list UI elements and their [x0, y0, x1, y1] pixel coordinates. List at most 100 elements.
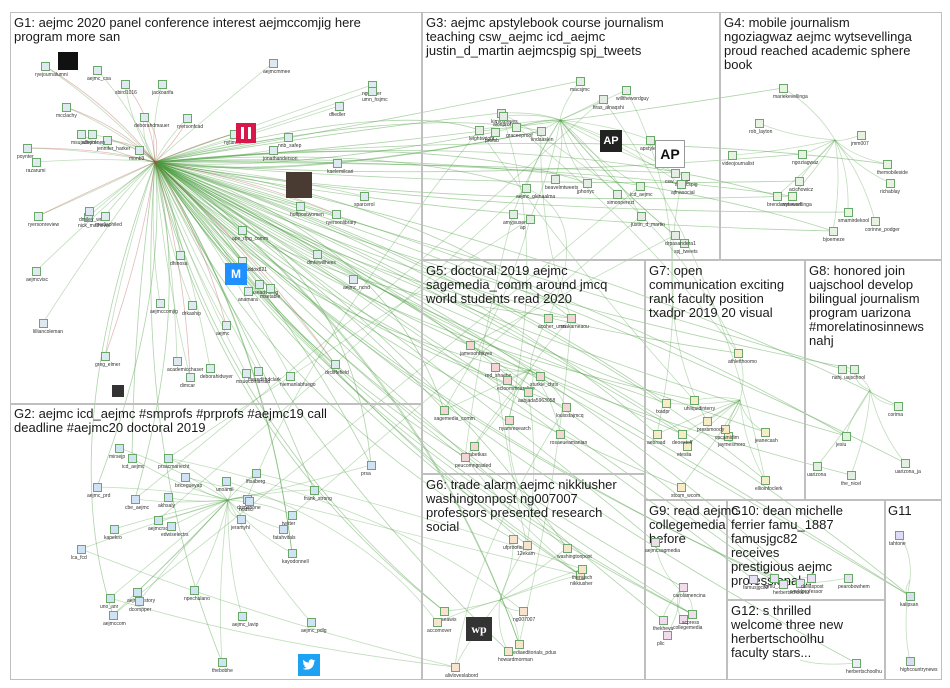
node-g1-3 [332, 210, 341, 219]
edge-inter-g4 [154, 161, 849, 213]
edge-intra-g1 [154, 161, 271, 289]
node-label: frank_strong [304, 496, 332, 502]
node-label: unoamil [216, 487, 234, 493]
node-g11-2 [906, 657, 915, 666]
group-title-g3: G3: aejmc apstylebook course journalism … [426, 15, 664, 58]
node-label: caseadviaing [249, 290, 279, 296]
node-label: dhinosa [170, 261, 188, 267]
edge-inter-g8 [154, 161, 847, 437]
node-g11-0 [906, 592, 915, 601]
node-g3-14 [671, 231, 680, 240]
node-label: aebroad [647, 440, 666, 446]
node-label: jessmaddox821 [232, 267, 268, 273]
washingtonpost-logo: wp [466, 617, 492, 641]
edge-inter-g3-g5 [500, 112, 528, 421]
node-g3-12 [522, 184, 531, 193]
node-label: ufproofing [503, 545, 526, 551]
edge-intra-g1 [154, 161, 243, 262]
edge-intra-g1 [154, 62, 274, 163]
edge-inter-g2 [90, 161, 156, 616]
node-g5-3 [503, 376, 512, 385]
edge-intra-g1 [154, 161, 181, 256]
node-label: mediaeditorials_pdus [509, 650, 557, 656]
node-label: greg_elmer [95, 362, 121, 368]
node-label: txadpr [656, 409, 670, 415]
node-label: drjmahone [237, 505, 261, 511]
edge-inter-g6 [154, 161, 528, 546]
node-label: aejmc [216, 331, 230, 337]
node-label: prsa [361, 471, 371, 477]
node-label: niemanlabfuego [280, 382, 316, 388]
node-g3-15 [499, 112, 508, 121]
node-label: uarizona [807, 472, 827, 478]
node-g8-3 [847, 471, 856, 480]
edge-intra-g3 [559, 89, 627, 121]
node-label: richablay [880, 189, 901, 195]
node-g4-8 [886, 179, 895, 188]
node-label: ellioinfoclerk [755, 486, 783, 492]
edge-intra-g11 [905, 579, 911, 662]
node-g3-22 [537, 127, 546, 136]
node-label: sbird1016 [115, 90, 137, 96]
node-label: stcom_wcom [671, 493, 701, 499]
node-g7-0 [662, 399, 671, 408]
node-label: anamara [238, 297, 258, 303]
node-g7-3 [734, 349, 743, 358]
edge-inter-g2-g6 [80, 548, 456, 668]
edge-intra-g1 [154, 133, 235, 163]
edge-intra-g1 [154, 136, 289, 163]
node-g1-9 [62, 103, 71, 112]
node-g1-23 [206, 364, 215, 373]
edge-intra-g2 [134, 498, 229, 503]
node-g2-13 [167, 522, 176, 531]
node-g2-7 [133, 588, 142, 597]
edge-intra-g1 [65, 106, 156, 163]
edge-intra-g1 [154, 161, 243, 231]
node-g3-17 [491, 128, 500, 137]
edge-intra-g5 [529, 317, 572, 371]
group-box-g10 [727, 500, 885, 600]
edge-intra-g6 [499, 599, 520, 645]
edge-intra-g9 [666, 589, 681, 636]
node-g6-8 [504, 647, 513, 656]
node-g7-11 [703, 417, 712, 426]
edge-intra-g3 [559, 98, 604, 121]
node-label: thenusch [572, 575, 593, 581]
edge-intra-g1 [153, 83, 163, 163]
edge-intra-g4 [834, 139, 891, 184]
group-title-g7: G7: open communication exciting rank fac… [649, 263, 785, 320]
node-label: fatahvitals [273, 535, 296, 541]
edge-inter-g3 [154, 112, 502, 163]
group-title-g6: G6: trade alarm aejmc nikkiusher washing… [426, 477, 617, 534]
node-g3-1 [646, 136, 655, 145]
edge-intra-g2 [227, 499, 293, 516]
edge-inter-g2 [154, 161, 293, 554]
node-g5-8 [466, 341, 475, 350]
edge-intra-g4 [791, 139, 836, 197]
edge-inter-g5 [154, 161, 445, 411]
node-label: corinne_podger [865, 227, 900, 233]
node-g10-5 [779, 580, 788, 589]
node-g1-42 [188, 301, 197, 310]
group-box-g4 [720, 12, 942, 260]
node-label: dcompper [129, 607, 152, 613]
node-g3-16 [509, 210, 518, 219]
node-label: famu_1887 [764, 584, 790, 590]
node-label: alivloveslabord [445, 673, 479, 679]
group-box-g8 [805, 260, 942, 500]
node-label: mariekevellinga [773, 94, 808, 100]
node-label: ajfnasocial [671, 190, 695, 196]
node-label: aejmcsagmedia [645, 548, 681, 554]
node-g2-2 [238, 612, 247, 621]
node-g1-24 [254, 367, 263, 376]
edge-intra-g6 [499, 574, 581, 601]
edge-intra-g3 [494, 119, 561, 133]
node-g3-6 [576, 77, 585, 86]
edge-intra-g1 [154, 149, 274, 163]
node-label: acoher_umn [538, 324, 566, 330]
edge-intra-g8 [816, 389, 871, 467]
edge-intra-g1 [154, 161, 227, 326]
edge-inter-g5 [154, 161, 572, 319]
edge-intra-g2 [193, 499, 229, 591]
edge-red-g1 [26, 147, 156, 163]
